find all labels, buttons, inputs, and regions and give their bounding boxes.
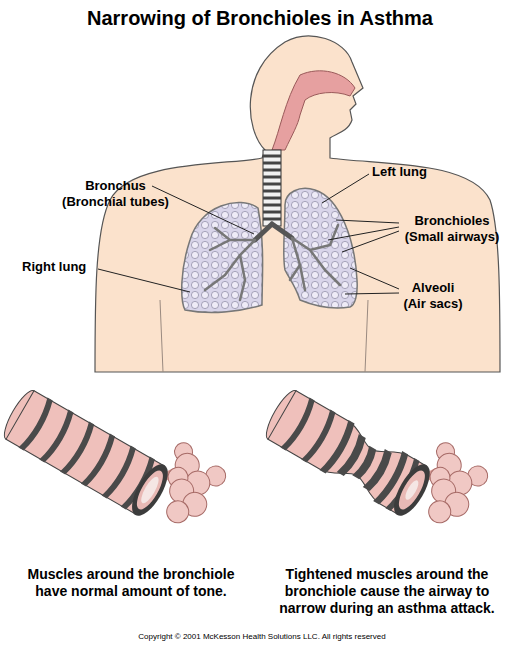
part-label: Right lung bbox=[22, 259, 86, 275]
bronchiole-branch bbox=[290, 225, 340, 290]
title: Narrowing of Bronchioles in Asthma bbox=[0, 6, 520, 30]
tube-opening bbox=[125, 459, 175, 521]
alveolus bbox=[425, 497, 455, 527]
tube-lumen bbox=[403, 478, 421, 501]
part-label: Bronchus (Bronchial tubes) bbox=[58, 178, 173, 209]
tube-wall bbox=[132, 467, 168, 513]
muscle-band bbox=[319, 420, 358, 476]
muscle-band bbox=[81, 433, 119, 488]
bronchiole-branch bbox=[205, 228, 255, 300]
muscle-band bbox=[60, 421, 98, 476]
copyright-notice: Copyright © 2001 McKesson Health Solutio… bbox=[2, 632, 520, 642]
figure-caption: Muscles around the bronchiole have norma… bbox=[15, 566, 247, 600]
part-label: Bronchioles (Small airways) bbox=[398, 213, 506, 244]
figure-caption: Tightened muscles around the bronchiole … bbox=[262, 566, 512, 616]
muscle-band bbox=[39, 409, 77, 464]
leader-line bbox=[342, 231, 399, 252]
tube-opening bbox=[387, 459, 437, 521]
muscle-band bbox=[18, 397, 56, 452]
airway-passage bbox=[272, 71, 355, 150]
left-lung bbox=[284, 188, 358, 308]
normal-bronchiole bbox=[0, 360, 231, 545]
alveolus bbox=[163, 497, 193, 527]
tube-lumen bbox=[138, 475, 162, 506]
leader-line bbox=[322, 174, 369, 203]
trachea-ring bbox=[263, 156, 281, 219]
tube-wall bbox=[394, 467, 430, 513]
bronchus bbox=[255, 224, 292, 240]
leader-line bbox=[345, 293, 399, 294]
leader-line bbox=[350, 268, 399, 289]
trachea bbox=[263, 150, 281, 226]
narrowed-bronchiole bbox=[261, 360, 494, 545]
leader-line bbox=[152, 186, 254, 234]
leader-line bbox=[98, 269, 190, 292]
muscle-band bbox=[280, 397, 318, 452]
leader-line bbox=[328, 227, 399, 240]
part-label: Alveoli (Air sacs) bbox=[400, 280, 466, 311]
leader-line bbox=[336, 220, 399, 223]
part-label: Left lung bbox=[372, 164, 427, 180]
